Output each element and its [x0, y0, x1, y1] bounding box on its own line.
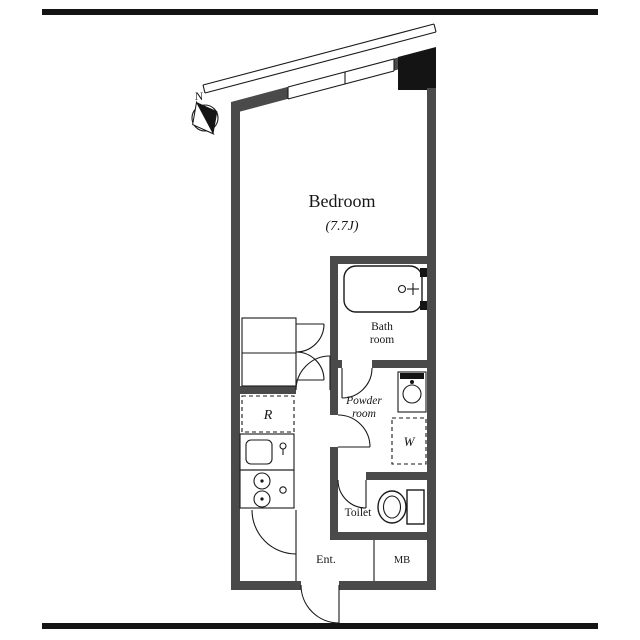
powder-door-arc [337, 414, 371, 448]
powder-label-line1: Powder [345, 395, 382, 407]
left-wall [231, 102, 240, 590]
refrigerator-label: R [263, 408, 273, 423]
meter-box-label: MB [394, 555, 410, 566]
north-label: N [195, 91, 204, 103]
closet-door-arcs [295, 323, 325, 381]
toilet-icon [377, 489, 425, 525]
toilet-label: Toilet [345, 507, 372, 519]
right-wall [427, 88, 436, 590]
toilet-door-arc [337, 479, 367, 509]
room-labels: Bedroom (7.7J) Bath room Powder room W R… [263, 191, 416, 566]
refrigerator-box [241, 395, 295, 433]
sink-icon [239, 433, 295, 471]
bedroom-window [287, 58, 395, 100]
powder-label-line2: room [352, 408, 376, 420]
bath-label-line2: room [370, 334, 394, 346]
bedroom-label: Bedroom [309, 191, 376, 211]
stove-icon [239, 469, 295, 509]
closet [241, 317, 325, 387]
washer-box [391, 417, 427, 465]
bath-door-arc [341, 367, 373, 399]
bedroom-size-label: (7.7J) [325, 219, 358, 234]
structural-column [398, 47, 436, 90]
hall-door-arc [251, 509, 297, 581]
bottom-wall-left [231, 581, 301, 590]
entrance-label: Ent. [316, 552, 336, 566]
washer-label: W [404, 434, 416, 449]
balcony [202, 23, 437, 94]
compass-icon: N [191, 91, 219, 135]
frame-bars [42, 9, 598, 629]
top-frame-bar [42, 9, 598, 15]
bottom-wall-right [339, 581, 436, 590]
interior-walls [240, 256, 436, 540]
bottom-frame-bar [42, 623, 598, 629]
entry-door-arc [300, 584, 340, 624]
bathtub-icon [343, 265, 427, 313]
bath-label-line1: Bath [371, 321, 393, 333]
washbasin-icon [397, 371, 427, 413]
bedroom-door-arc [295, 355, 331, 391]
